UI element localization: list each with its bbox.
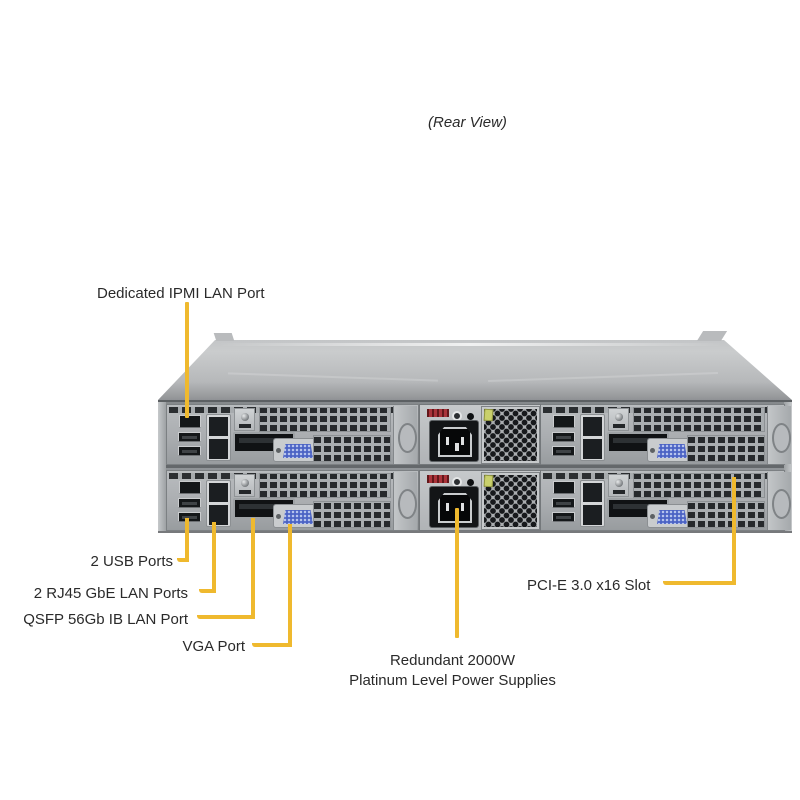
pcie-slot-vent-grid-upper (259, 473, 391, 498)
node-release-handle (767, 472, 791, 530)
pcie-slot-vent-grid-lower (313, 501, 391, 528)
callout-label-ipmi: Dedicated IPMI LAN Port (97, 285, 265, 302)
psu-fan-grille (481, 472, 540, 530)
rj45-gbe-lan-ports (206, 414, 231, 461)
psu-button (467, 479, 474, 486)
lid-seam-left (228, 372, 438, 382)
psu-sticker (483, 474, 494, 488)
ipmi-lan-port (553, 415, 575, 428)
callout-label-pcie: PCI-E 3.0 x16 Slot (527, 577, 651, 594)
io-bracket (608, 408, 629, 431)
pcie-slot-vent-grid-upper (259, 407, 391, 432)
ac-power-inlet (429, 486, 479, 528)
vga-dsub-connector (283, 510, 313, 524)
node-panel-left-top (166, 404, 419, 465)
lid-seam-right (488, 371, 718, 383)
node-panel-left-bottom (166, 470, 419, 531)
callout-line-psu (455, 508, 459, 638)
usb-port-1 (178, 498, 201, 508)
usb-port-1 (552, 498, 575, 508)
pcie-slot-vent-grid-lower (687, 501, 765, 528)
chassis-left-edge (158, 402, 166, 531)
vga-screw-left (650, 448, 655, 453)
rear-io-panel (158, 400, 792, 533)
usb-port-1 (178, 432, 201, 442)
callout-label-usb: 2 USB Ports (90, 553, 173, 570)
rj45-gbe-lan-ports (206, 480, 231, 527)
usb-port-2 (178, 512, 201, 522)
node-release-handle (393, 406, 417, 464)
diagram-title: (Rear View) (428, 114, 507, 131)
vga-dsub-connector (657, 444, 687, 458)
io-bracket (234, 474, 255, 497)
callout-line-vga (252, 524, 292, 647)
callout-line-rj45 (199, 522, 216, 593)
psu-sticker (483, 408, 494, 422)
usb-port-1 (552, 432, 575, 442)
pcie-slot-vent-grid-lower (313, 435, 391, 462)
callout-label-rj45: 2 RJ45 GbE LAN Ports (33, 585, 188, 602)
ipmi-lan-port (179, 415, 201, 428)
ac-power-inlet (429, 420, 479, 462)
ipmi-lan-port (179, 481, 201, 494)
lid-tab-left (213, 333, 235, 341)
node-panel-right-bottom (540, 470, 791, 531)
psu-label-line2: Platinum Level Power Supplies (349, 672, 556, 689)
psu-label-line1: Redundant 2000W (389, 652, 516, 669)
vga-dsub-connector (283, 444, 313, 458)
lid-highlight (218, 343, 723, 346)
callout-label-vga: VGA Port (182, 638, 245, 655)
callout-line-ipmi (185, 302, 189, 418)
pcie-slot-vent-grid-lower (687, 435, 765, 462)
chassis-top-cover (158, 340, 792, 400)
c14-socket (438, 427, 472, 457)
usb-port-2 (552, 512, 575, 522)
node-release-handle (767, 406, 791, 464)
node-panel-right-top (540, 404, 791, 465)
rj45-gbe-lan-ports (580, 480, 605, 527)
usb-port-2 (178, 446, 201, 456)
callout-line-qsfp (197, 518, 255, 619)
rj45-gbe-lan-ports (580, 414, 605, 461)
power-supply-bottom (419, 470, 541, 531)
ipmi-lan-port (553, 481, 575, 494)
usb-port-2 (552, 446, 575, 456)
pcie-slot-vent-grid-upper (633, 407, 765, 432)
lid-tab-right (696, 331, 728, 341)
psu-button (467, 413, 474, 420)
callout-line-pcie (663, 477, 736, 585)
vga-screw-left (650, 514, 655, 519)
vga-dsub-connector (657, 510, 687, 524)
psu-fan-grille (481, 406, 540, 464)
node-row-divider (166, 465, 784, 468)
callout-line-usb (177, 518, 189, 562)
vga-screw-left (276, 514, 281, 519)
vga-screw-left (276, 448, 281, 453)
psu-warning-label (427, 475, 449, 483)
io-bracket (234, 408, 255, 431)
callout-label-qsfp: QSFP 56Gb IB LAN Port (23, 611, 188, 628)
power-supply-top (419, 404, 541, 465)
io-bracket (608, 474, 629, 497)
callout-label-psu: Redundant 2000W Platinum Level Power Sup… (330, 651, 575, 691)
node-release-handle (393, 472, 417, 530)
psu-warning-label (427, 409, 449, 417)
pcie-slot-vent-grid-upper (633, 473, 765, 498)
